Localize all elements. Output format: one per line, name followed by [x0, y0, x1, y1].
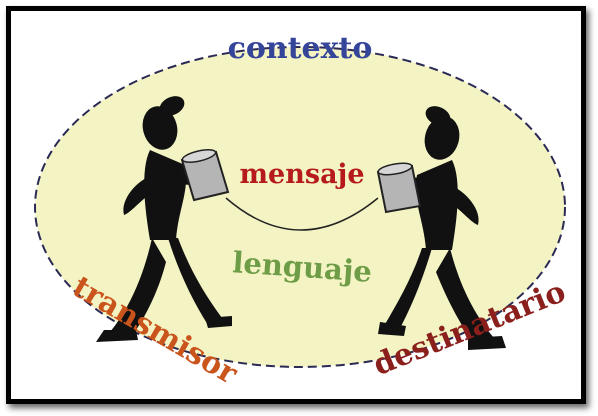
tin-can-string — [225, 197, 379, 231]
context-label: contexto — [228, 31, 373, 66]
sender-figure — [96, 96, 232, 342]
receiver-figure — [378, 106, 506, 350]
sender-can-icon — [180, 149, 230, 202]
message-label: mensaje — [239, 159, 364, 190]
receiver-can-icon — [376, 162, 422, 214]
